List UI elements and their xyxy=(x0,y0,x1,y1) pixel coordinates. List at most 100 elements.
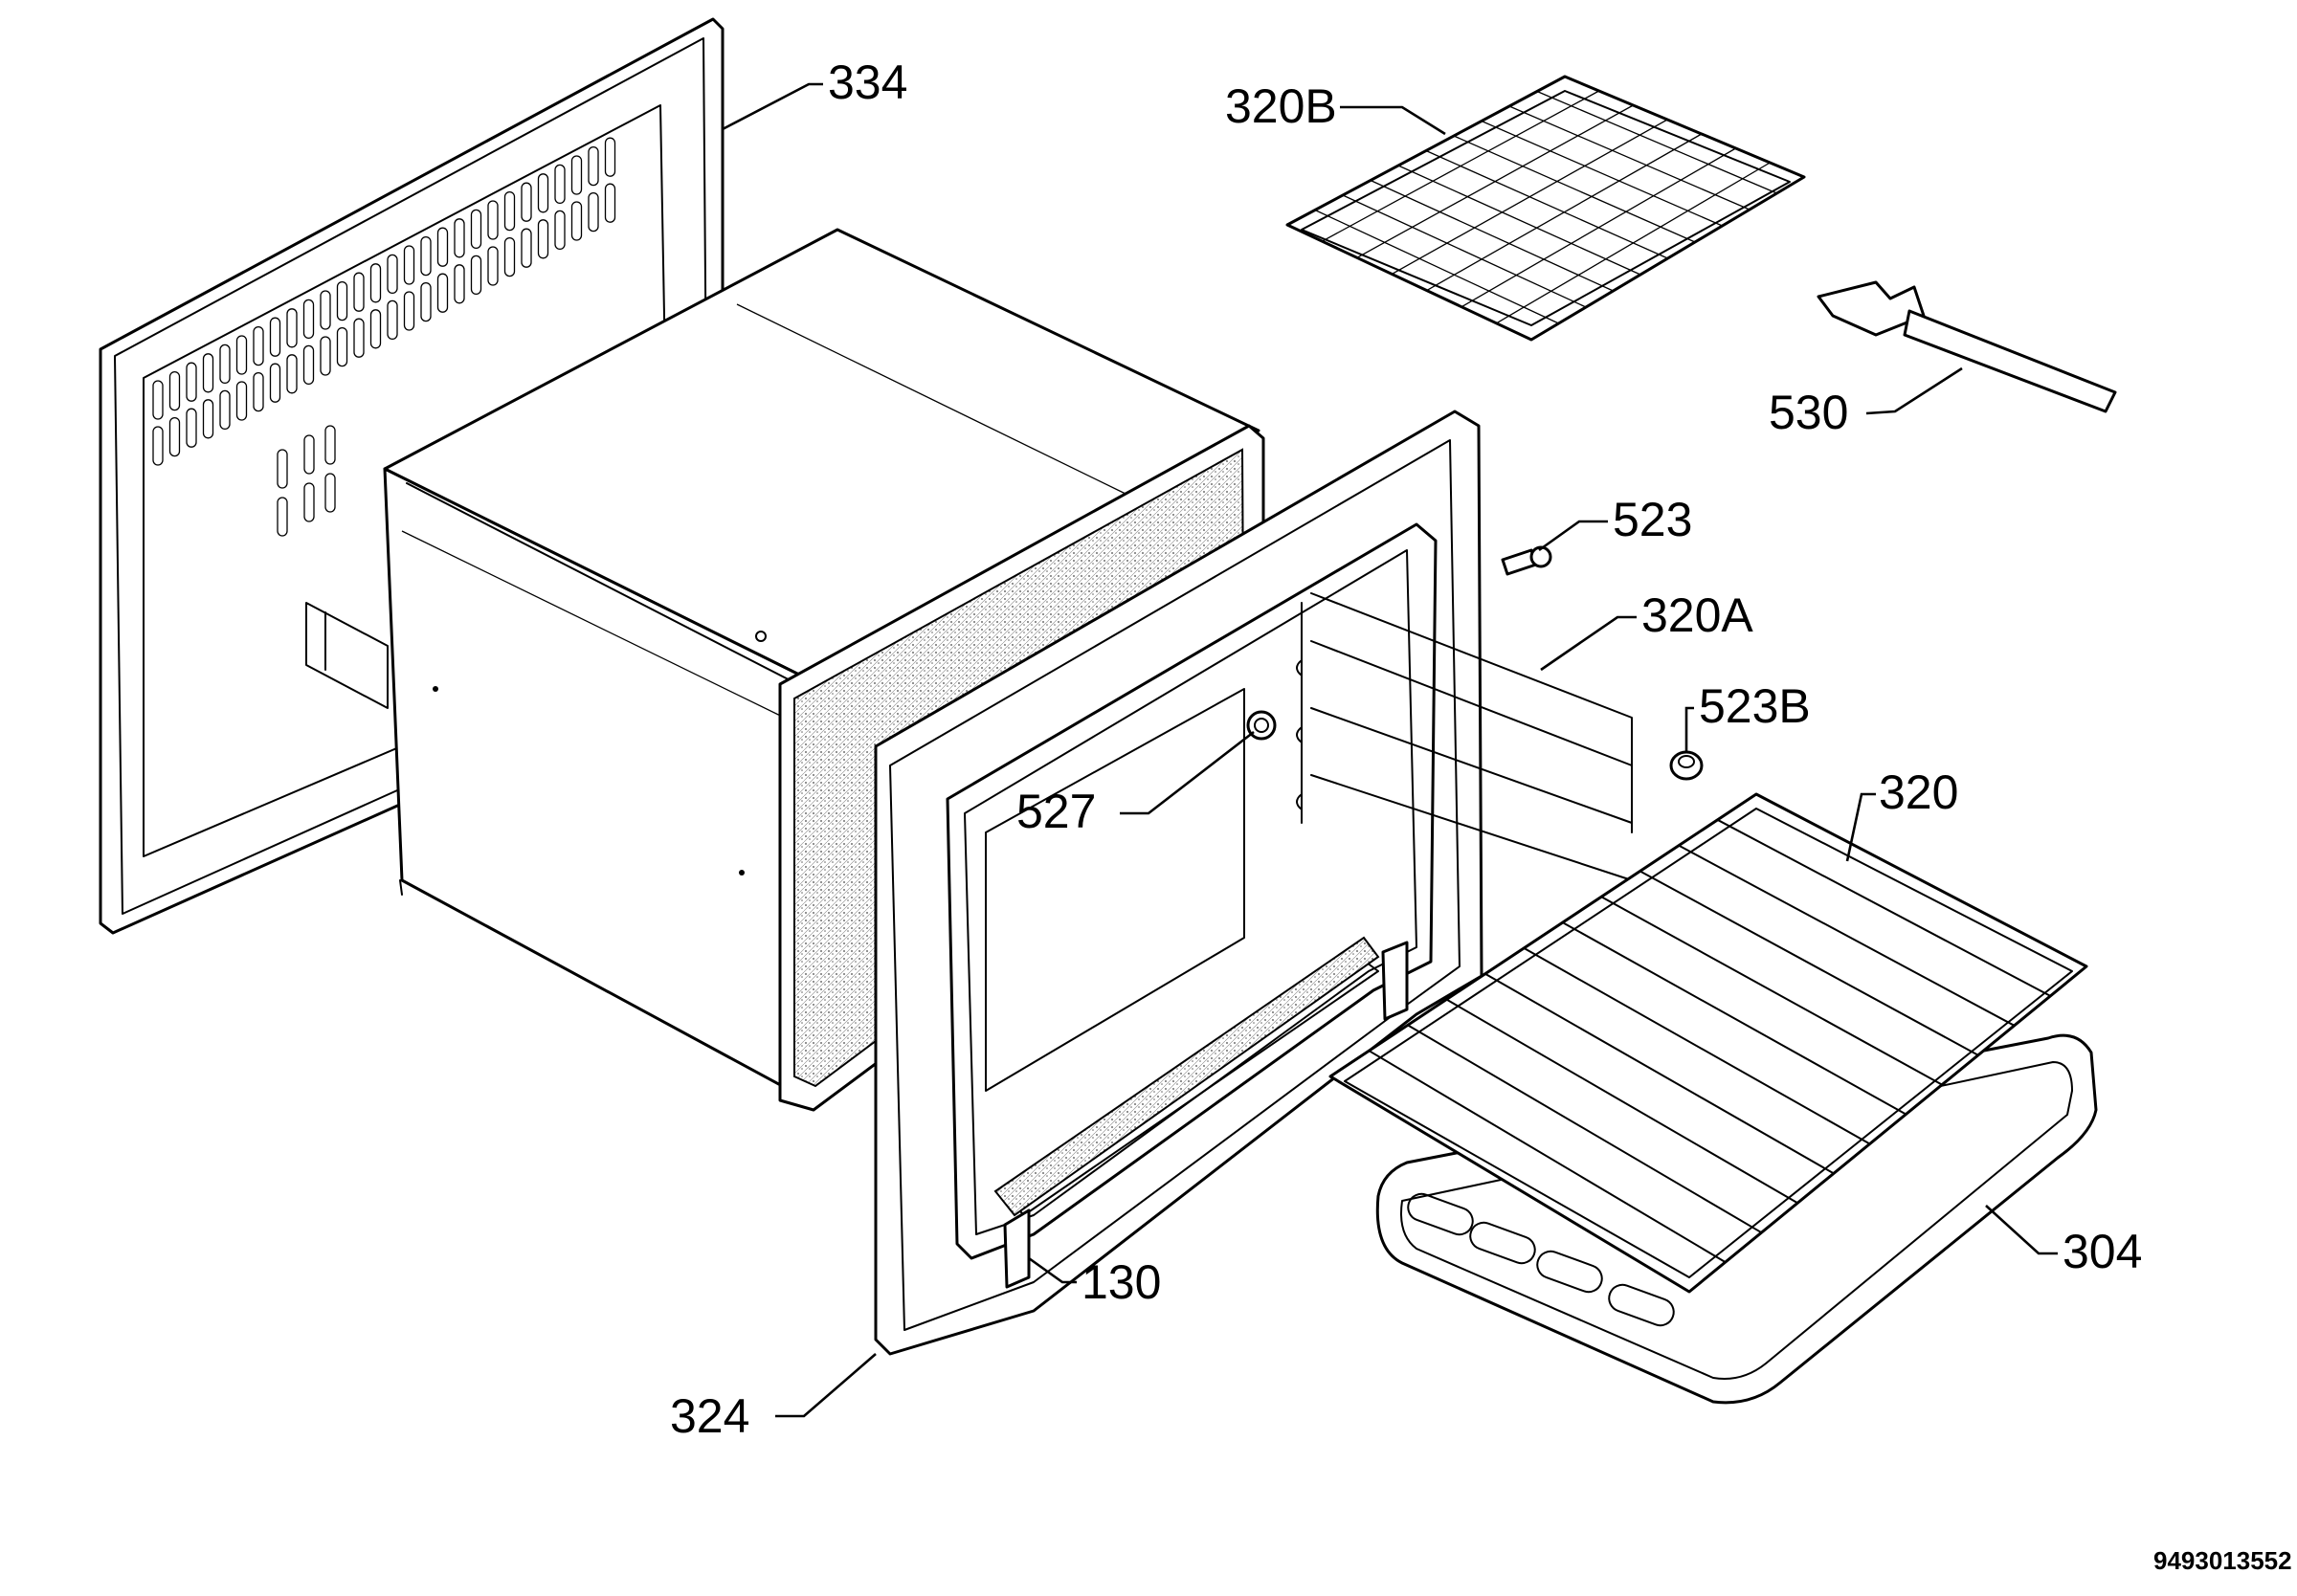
vent-slot xyxy=(320,336,331,376)
vent-slot xyxy=(521,228,532,268)
vent-slot xyxy=(152,380,164,420)
vent-slot xyxy=(219,344,231,385)
vent-slot xyxy=(570,201,583,241)
rack-grid-wires xyxy=(1314,90,1777,324)
vent-slot xyxy=(168,416,181,457)
screw-523 xyxy=(1501,545,1552,576)
vent-slot xyxy=(302,344,315,386)
rack-wire xyxy=(1461,147,1736,308)
shelf-wire xyxy=(1561,921,1907,1116)
vent-slot xyxy=(604,137,616,177)
shelf-wire xyxy=(1523,946,1871,1145)
rack-wire xyxy=(1322,90,1600,242)
rack-wire xyxy=(1426,133,1703,292)
part-label-334: 334 xyxy=(828,55,907,109)
vent-slot xyxy=(420,235,432,277)
rack-wire xyxy=(1314,209,1559,324)
vent-slot xyxy=(303,434,315,475)
leader-lines xyxy=(722,82,2058,1418)
part-label-523b: 523B xyxy=(1699,679,1811,733)
vent-slot xyxy=(604,183,616,223)
vent-slot xyxy=(387,254,398,295)
vent-slot xyxy=(186,408,197,448)
shelf-wire xyxy=(1483,972,1835,1175)
vent-slot xyxy=(487,246,499,286)
rack-wire xyxy=(1425,149,1668,259)
rack-wire xyxy=(1356,104,1634,258)
part-label-320b: 320B xyxy=(1225,79,1337,133)
part-label-527: 527 xyxy=(1016,785,1096,838)
part-label-530: 530 xyxy=(1769,386,1848,439)
vent-slots xyxy=(152,137,616,537)
vent-slot xyxy=(235,381,248,421)
vent-slot xyxy=(202,399,214,439)
vent-slot xyxy=(324,473,336,513)
nut-523b xyxy=(1669,750,1704,781)
vent-slot xyxy=(503,236,516,277)
shelf-wire xyxy=(1716,818,2052,997)
vent-slot xyxy=(202,353,214,393)
vent-slot xyxy=(470,255,482,296)
vent-slot xyxy=(168,370,181,411)
rack-wire xyxy=(1391,119,1668,275)
rack-wire xyxy=(1370,179,1614,292)
vent-slot xyxy=(588,191,599,233)
vent-slot xyxy=(554,210,566,251)
rack-wire xyxy=(1342,194,1587,308)
vent-slot xyxy=(521,182,532,222)
vent-slot xyxy=(403,245,415,285)
vent-slot xyxy=(369,263,382,303)
shelf-wire xyxy=(1678,844,2016,1027)
vent-slot xyxy=(570,155,583,195)
vent-slot xyxy=(277,497,288,537)
vent-slot xyxy=(454,264,465,304)
vent-slot xyxy=(420,281,432,322)
shelf-wire xyxy=(1406,1024,1763,1234)
rack-wire xyxy=(1496,162,1771,324)
vent-slot xyxy=(269,363,281,403)
vent-slot xyxy=(152,426,164,466)
vent-slot xyxy=(286,354,298,394)
rack-wire xyxy=(1508,105,1751,211)
vent-slot xyxy=(470,209,482,250)
vent-slot xyxy=(353,272,365,312)
part-label-320: 320 xyxy=(1879,765,1958,819)
vent-slot xyxy=(403,291,415,331)
vent-slot xyxy=(253,371,264,412)
vent-slot xyxy=(286,308,298,348)
vent-slot xyxy=(303,482,315,522)
vent-slot xyxy=(436,227,449,267)
vent-slot xyxy=(588,145,599,187)
vent-slot xyxy=(320,290,331,330)
vent-slot xyxy=(537,219,549,259)
vent-slot xyxy=(454,218,465,258)
vent-slot xyxy=(537,173,549,213)
part-label-324: 324 xyxy=(670,1389,749,1443)
vent-slot xyxy=(336,280,348,321)
rack-wire xyxy=(1536,90,1777,194)
vent-slot xyxy=(353,318,365,358)
vent-slot xyxy=(324,425,336,465)
rack-wire xyxy=(1397,165,1641,276)
knob-527 xyxy=(1246,710,1277,741)
tray-handle xyxy=(1817,280,2117,413)
shelf-wire xyxy=(1639,870,1979,1056)
front-frame xyxy=(874,410,1483,1356)
vent-slot xyxy=(269,317,281,357)
shelf-wire xyxy=(1600,896,1944,1086)
vent-slot xyxy=(487,200,499,240)
side-rails xyxy=(1296,592,1633,881)
shelf-wires xyxy=(1368,818,2052,1264)
vent-slot xyxy=(387,299,398,341)
vent-slot xyxy=(369,309,382,349)
part-label-304: 304 xyxy=(2063,1225,2142,1278)
vent-slot xyxy=(219,389,231,431)
vent-slot xyxy=(336,326,348,367)
small-grid-rack xyxy=(1285,75,1806,342)
rack-wire xyxy=(1453,135,1696,243)
vent-slot xyxy=(436,273,449,313)
document-code: 9493013552 xyxy=(2153,1546,2292,1575)
part-labels: 334 320B 530 523 320A 523B 320 527 130 3… xyxy=(670,55,2292,1575)
